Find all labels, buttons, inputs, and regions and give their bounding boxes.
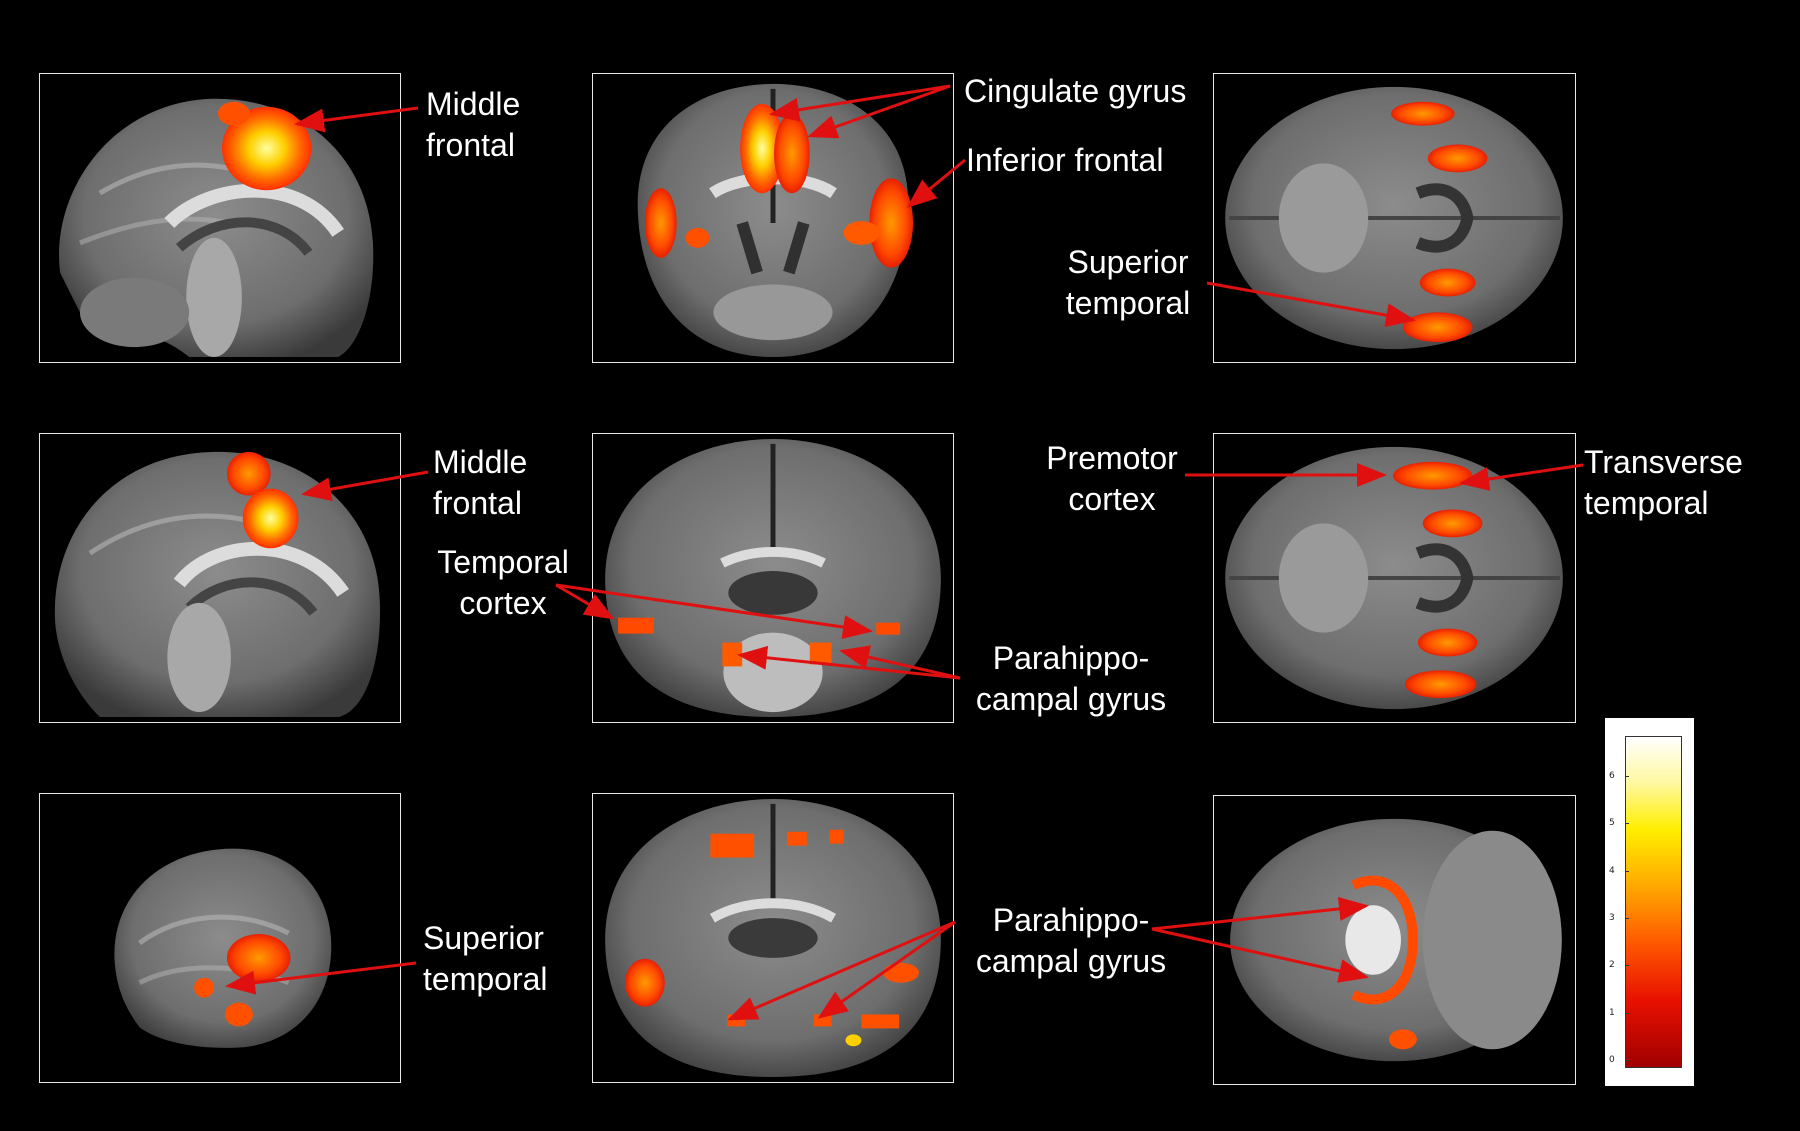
coronal-slice-3 (592, 793, 954, 1083)
colorbar-tick-mark (1625, 823, 1629, 825)
label-inferior-frontal: Inferior frontal (966, 142, 1164, 178)
label-temporal-cortex: Temporal cortex (437, 544, 569, 621)
sagittal-slice-1 (39, 73, 401, 363)
label-premotor-cortex: Premotor cortex (1046, 440, 1178, 517)
label-transverse-temporal: Transverse temporal (1584, 444, 1743, 521)
axial-slice-3 (1213, 795, 1576, 1085)
label-superior-temporal-1: Superior temporal (1065, 244, 1191, 321)
colorbar-tick-mark (1625, 870, 1629, 872)
colorbar-tick-label: 6 (1609, 771, 1615, 781)
label-superior-temporal-3: Superior temporal (423, 920, 548, 997)
coronal-slice-2 (592, 433, 954, 723)
colorbar-tick-label: 1 (1609, 1007, 1615, 1018)
colorbar: 0 1 2 3 4 5 6 (1605, 718, 1694, 1086)
colorbar-tick-mark (1625, 1060, 1629, 1061)
sagittal-slice-2 (39, 433, 401, 723)
colorbar-gradient (1625, 736, 1682, 1068)
axial-slice-2 (1213, 433, 1576, 723)
colorbar-tick-mark (1625, 965, 1629, 967)
sagittal-slice-3 (39, 793, 401, 1083)
colorbar-tick-mark (1625, 1012, 1629, 1014)
coronal-slice-1 (592, 73, 954, 363)
axial-slice-1 (1213, 73, 1576, 363)
colorbar-tick-label: 2 (1609, 960, 1615, 971)
label-parahippocampal-gyrus-3: Parahippo- campal gyrus (975, 902, 1167, 979)
colorbar-tick-label: 4 (1609, 865, 1615, 876)
label-parahippocampal-gyrus-2: Parahippo- campal gyrus (975, 640, 1167, 717)
colorbar-tick-mark (1625, 918, 1629, 919)
label-middle-frontal-2: Middle frontal (433, 444, 528, 521)
label-middle-frontal-1: Middle frontal (426, 86, 521, 163)
label-cingulate-gyrus: Cingulate gyrus (964, 73, 1187, 109)
colorbar-tick-label: 3 (1609, 913, 1615, 923)
colorbar-tick-mark (1625, 776, 1629, 777)
colorbar-tick-label: 5 (1609, 818, 1615, 829)
colorbar-tick-label: 0 (1609, 1055, 1615, 1065)
